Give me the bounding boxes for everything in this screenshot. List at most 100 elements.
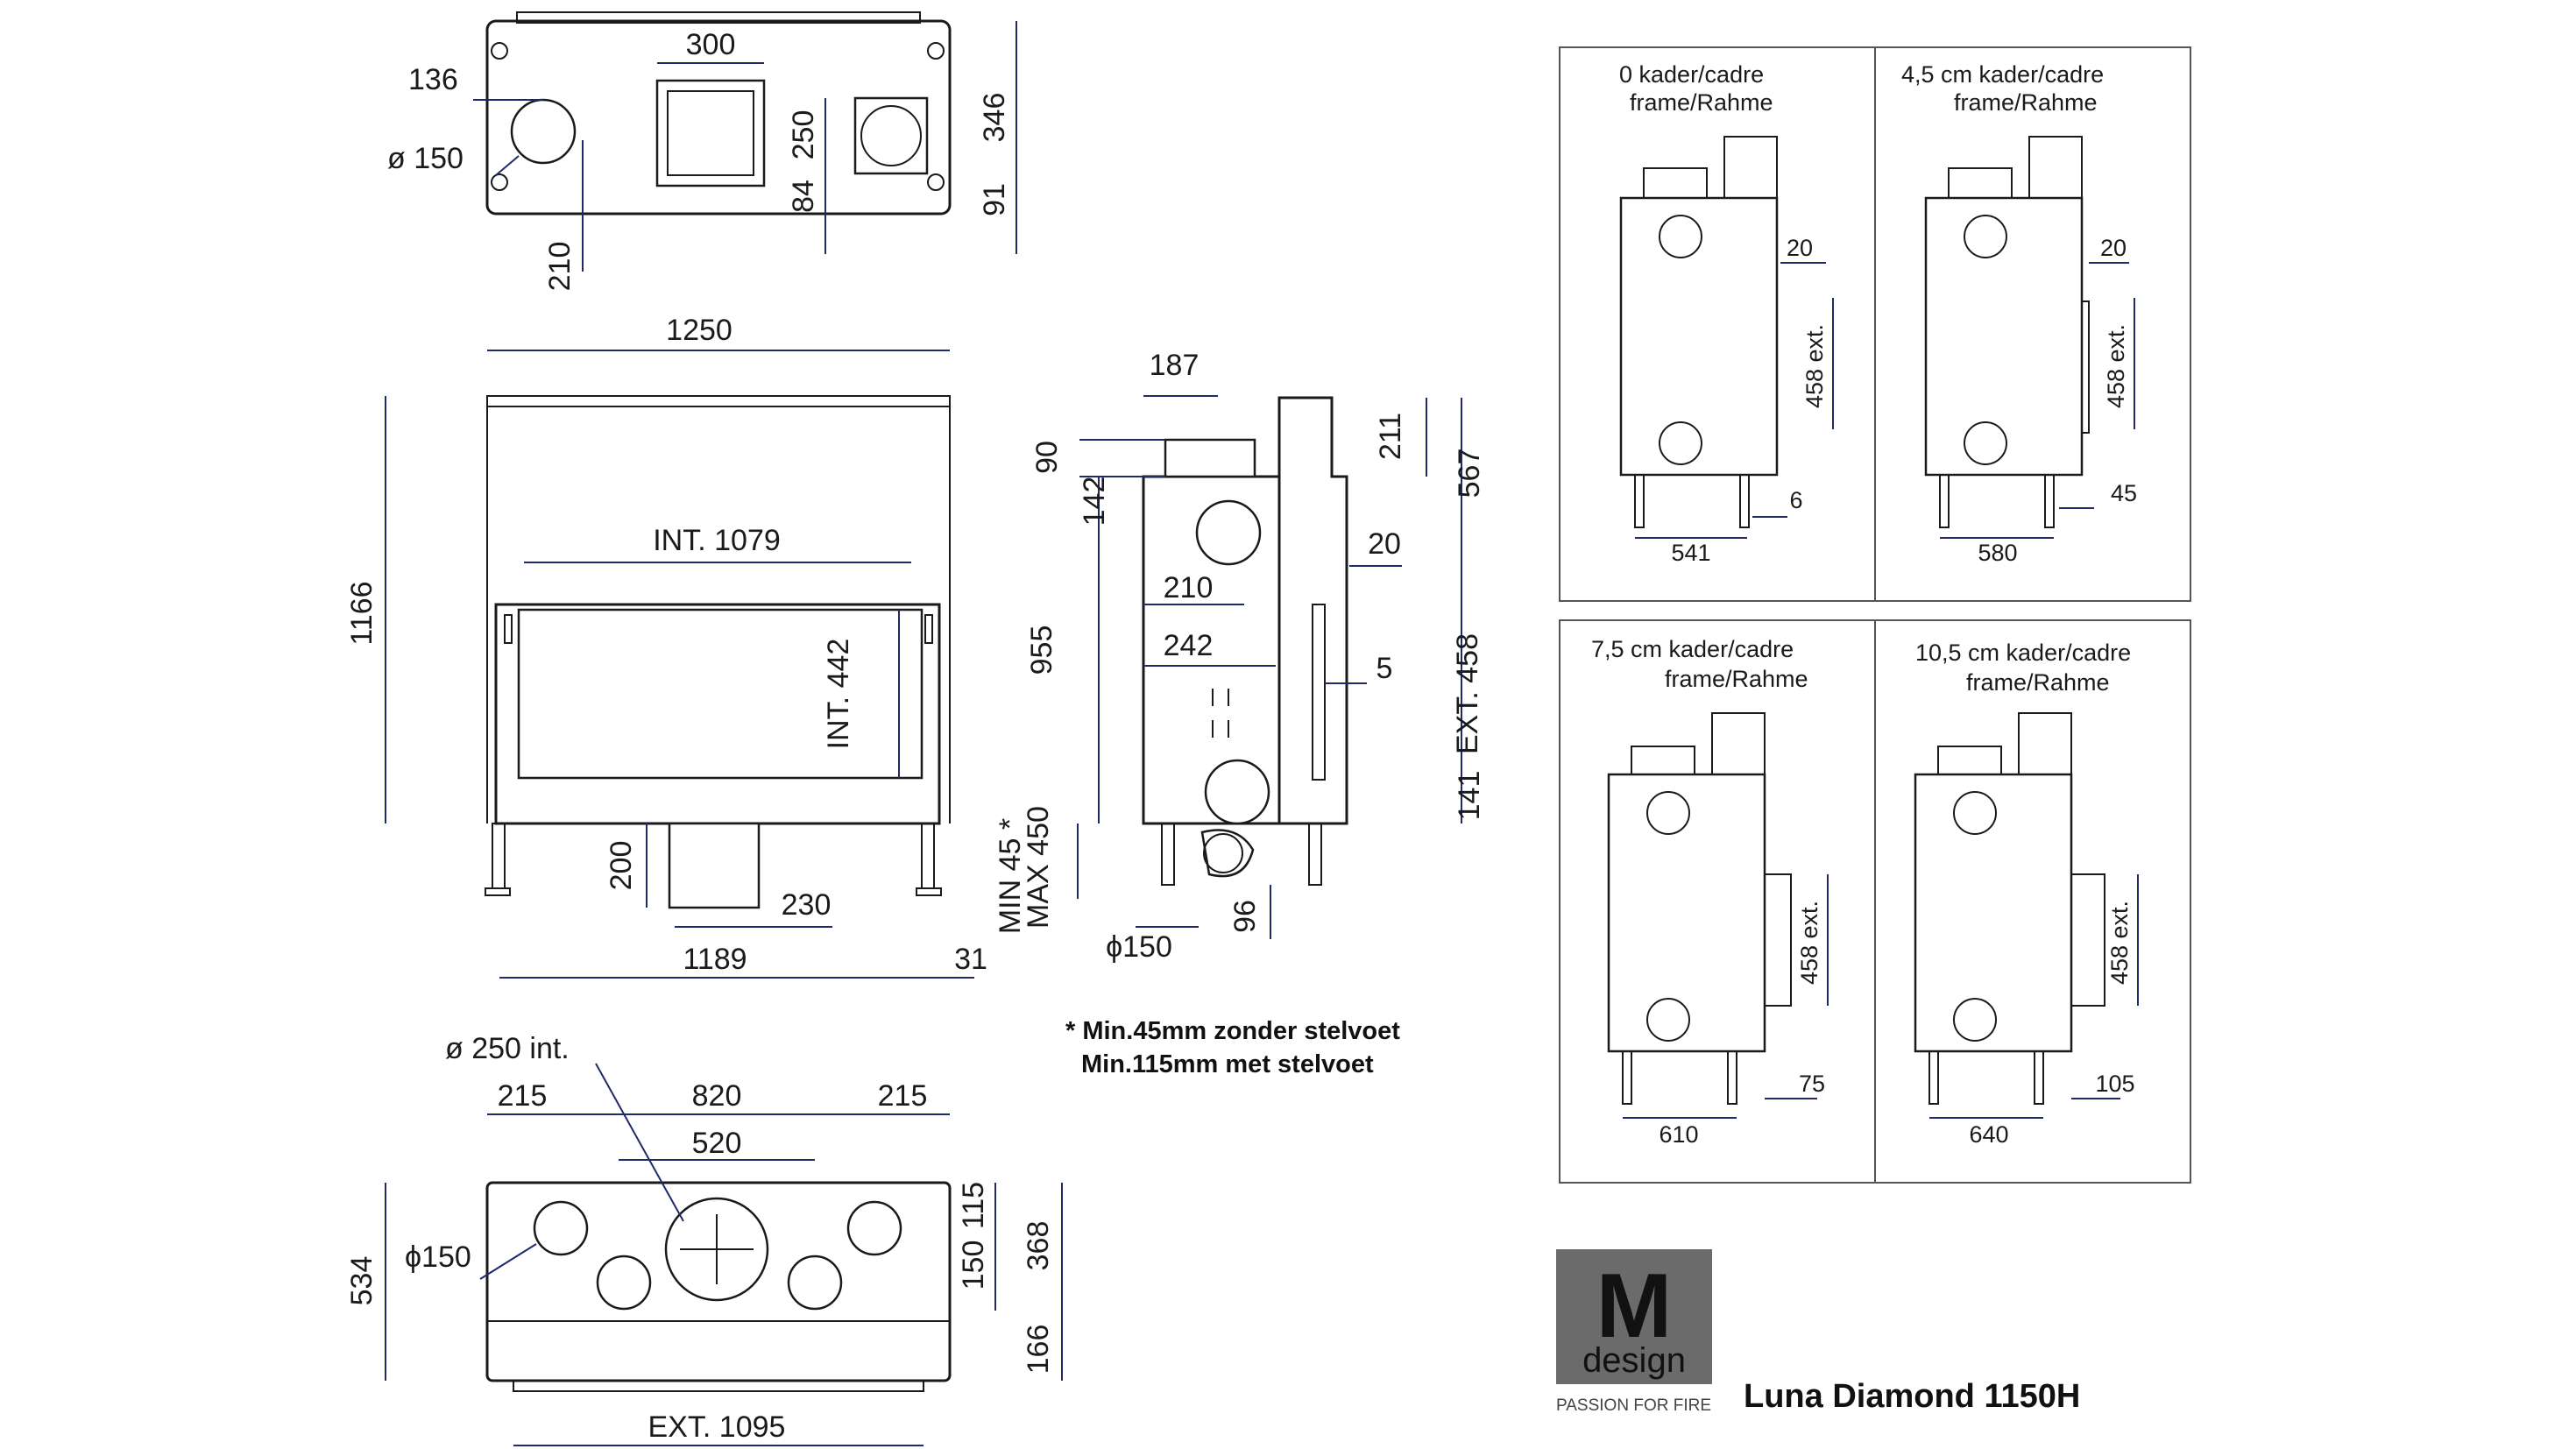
frame-height-dim: 458 ext. — [1801, 324, 1828, 408]
plan-view: ø 250 int. 215 820 215 520 ϕ150 534 150 … — [345, 1032, 1063, 1446]
dim-955: 955 — [1025, 626, 1058, 675]
dim-230: 230 — [782, 888, 832, 922]
frame-side-dim: 20 — [2100, 235, 2127, 261]
footnote-line-2: Min.115mm met stelvoet — [1081, 1050, 1374, 1078]
plan-outlet — [596, 1255, 652, 1311]
brand-block: M design PASSION FOR FIRE Luna Diamond 1… — [1556, 1249, 2080, 1415]
dim-520: 520 — [692, 1127, 742, 1160]
plan-outlet — [787, 1255, 843, 1311]
air-inlet-square — [853, 96, 929, 175]
dim-phi-150-plan: ϕ150 — [405, 1240, 471, 1274]
corner-hole — [927, 42, 945, 60]
frame-label-1: 10,5 cm kader/cadre — [1915, 640, 2131, 666]
dim-min-45: MIN 45 * — [994, 818, 1027, 934]
front-view: 1250 1166 INT. 1079 INT. 442 200 230 118… — [345, 314, 987, 979]
dim-int-1079: INT. 1079 — [653, 524, 781, 557]
dim-84: 84 — [787, 180, 820, 213]
frame-label-2: frame/Rahme — [1966, 669, 2110, 696]
dim-210-top: 210 — [543, 242, 577, 292]
dim-136: 136 — [408, 63, 458, 96]
plan-outlet — [533, 1200, 589, 1256]
dim-250: 250 — [787, 110, 820, 160]
frame-panel-10-5cm: 10,5 cm kader/cadre frame/Rahme 458 ext.… — [1914, 640, 2139, 1148]
frame-offset-dim: 45 — [2111, 480, 2137, 506]
frame-width-dim: 610 — [1659, 1121, 1698, 1148]
frame-offset-dim: 6 — [1789, 487, 1802, 513]
stove-outline — [1619, 196, 1779, 477]
front-view-top-plate — [486, 395, 951, 407]
dim-368: 368 — [1022, 1221, 1055, 1271]
corner-hole — [927, 173, 945, 191]
stove-outline — [1607, 773, 1766, 1053]
frame-offset-dim: 105 — [2095, 1071, 2134, 1097]
dim-ext-1095: EXT. 1095 — [648, 1410, 786, 1444]
dim-250-int: ø 250 int. — [445, 1032, 570, 1065]
side-view-top-outlet — [1195, 499, 1262, 566]
top-view-collar — [516, 11, 921, 24]
dim-215-right: 215 — [878, 1079, 928, 1113]
frame-panel-7-5cm: 7,5 cm kader/cadre frame/Rahme 458 ext. … — [1591, 636, 1829, 1148]
adjustable-foot — [492, 823, 506, 889]
dim-96: 96 — [1228, 900, 1262, 933]
dim-115: 115 — [957, 1182, 990, 1229]
corner-hole — [491, 173, 508, 191]
frame-side-dim: 20 — [1787, 235, 1813, 261]
dim-567: 567 — [1453, 449, 1486, 498]
frame-panel-0cm: 0 kader/cadre frame/Rahme 20 458 ext. 6 … — [1619, 61, 1834, 566]
frame-width-dim: 541 — [1671, 540, 1710, 566]
plan-outlet — [846, 1200, 902, 1256]
dim-200: 200 — [605, 841, 638, 891]
dim-90: 90 — [1030, 441, 1064, 474]
dim-31: 31 — [954, 943, 987, 976]
dim-211: 211 — [1374, 413, 1407, 460]
dim-max-450: MAX 450 — [1022, 806, 1055, 929]
dim-20: 20 — [1368, 527, 1401, 561]
frame-label-2: frame/Rahme — [1665, 666, 1808, 692]
dim-1250: 1250 — [666, 314, 732, 347]
dim-215-left: 215 — [498, 1079, 548, 1113]
flue-outlet-150 — [510, 98, 577, 165]
frame-label-1: 7,5 cm kader/cadre — [1591, 636, 1794, 662]
footnote-line-1: * Min.45mm zonder stelvoet — [1065, 1017, 1400, 1045]
fire-opening — [517, 608, 924, 780]
dim-5: 5 — [1376, 652, 1393, 685]
side-view: 187 90 142 211 567 20 210 242 955 5 EXT.… — [994, 349, 1486, 964]
frame-panel-4-5cm: 4,5 cm kader/cadre frame/Rahme 20 458 ex… — [1901, 61, 2137, 566]
stove-outline — [1914, 773, 2073, 1053]
frame-width-dim: 580 — [1978, 540, 2017, 566]
dim-166: 166 — [1022, 1325, 1055, 1375]
dim-int-442: INT. 442 — [822, 639, 855, 750]
frame-offset-dim: 75 — [1799, 1071, 1825, 1097]
product-title: Luna Diamond 1150H — [1744, 1378, 2080, 1415]
side-view-spigot — [1164, 438, 1256, 478]
brand-logo — [1556, 1249, 1712, 1384]
brand-logo-letter: M — [1596, 1255, 1673, 1357]
dim-242: 242 — [1164, 629, 1214, 662]
dim-ext-458: EXT. 458 — [1451, 633, 1484, 754]
dim-142: 142 — [1078, 477, 1111, 527]
frame-label-2: frame/Rahme — [1630, 89, 1773, 116]
dim-150-plan-v: 150 — [957, 1240, 990, 1290]
dim-1166: 1166 — [345, 581, 379, 645]
dim-300: 300 — [686, 28, 736, 61]
frame-panels: 0 kader/cadre frame/Rahme 20 458 ext. 6 … — [1559, 46, 2191, 1184]
side-view-bottom-outlet — [1204, 759, 1270, 825]
flue-outlet-square — [655, 79, 766, 187]
frame-label-1: 0 kader/cadre — [1619, 61, 1764, 88]
dim-phi-150-side: ϕ150 — [1106, 930, 1172, 964]
dim-141: 141 — [1453, 771, 1486, 821]
frame-width-dim: 640 — [1969, 1121, 2008, 1148]
frame-height-dim: 458 ext. — [1796, 901, 1822, 985]
side-view-air-inlet — [1200, 829, 1255, 878]
corner-hole — [491, 42, 508, 60]
top-view: 300 136 ø 150 250 84 346 91 210 — [387, 11, 1017, 292]
brand-logo-word: design — [1582, 1341, 1686, 1380]
dim-187: 187 — [1150, 349, 1200, 382]
dim-flue-diameter: ø 150 — [387, 142, 464, 175]
flue-spigot-bottom — [668, 822, 761, 909]
frame-height-dim: 458 ext. — [2103, 324, 2129, 408]
frame-height-dim: 458 ext. — [2106, 901, 2133, 985]
dim-91: 91 — [978, 183, 1011, 216]
frame-label-1: 4,5 cm kader/cadre — [1901, 61, 2104, 88]
